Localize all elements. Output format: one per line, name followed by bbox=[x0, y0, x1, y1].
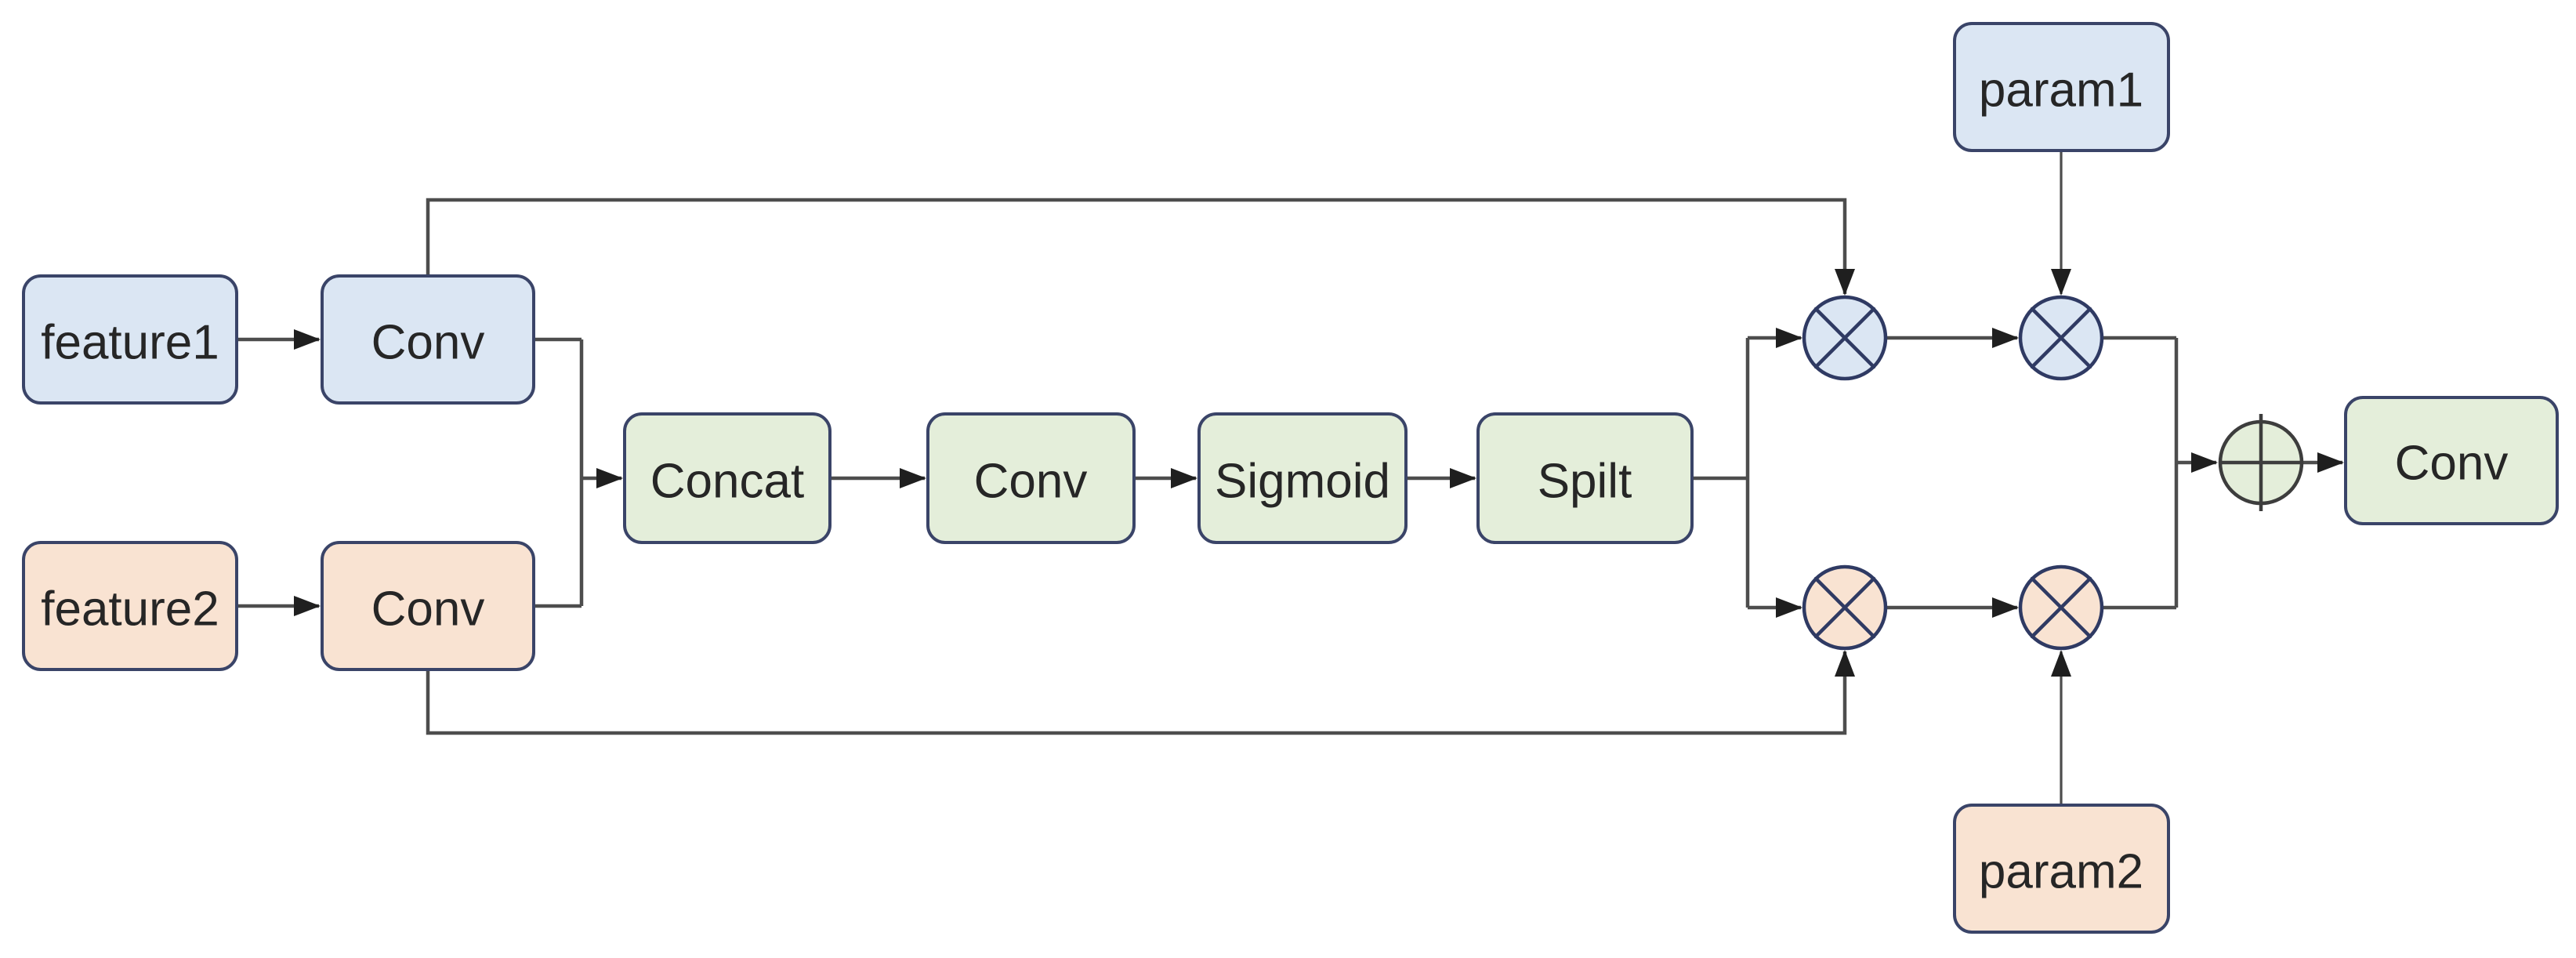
conv-mid-label: Conv bbox=[974, 455, 1088, 509]
conv1-box bbox=[321, 274, 535, 405]
multiply-top-1-icon bbox=[1802, 295, 1888, 381]
conv-mid-box bbox=[926, 412, 1136, 544]
edge-conv2-bypass-bottom bbox=[426, 650, 1855, 735]
node-feature2: feature2 bbox=[22, 541, 238, 671]
multiply-top-2-cross bbox=[2030, 307, 2092, 369]
add-plus-cross bbox=[2220, 414, 2302, 511]
feature2-label: feature2 bbox=[41, 582, 219, 637]
spilt-label: Spilt bbox=[1538, 455, 1632, 509]
multiply-bottom-1-icon bbox=[1802, 564, 1888, 651]
add-op-icon bbox=[2218, 414, 2304, 511]
conv2-label: Conv bbox=[371, 582, 485, 637]
feature1-label: feature1 bbox=[41, 316, 219, 370]
concat-box bbox=[623, 412, 831, 544]
node-conv1: Conv bbox=[321, 274, 535, 405]
param2-label: param2 bbox=[1979, 845, 2143, 899]
connectors bbox=[237, 151, 2344, 805]
sigmoid-box bbox=[1197, 412, 1408, 544]
multiply-top-2-icon bbox=[2018, 295, 2104, 381]
conv-out-label: Conv bbox=[2395, 437, 2509, 491]
node-feature1: feature1 bbox=[22, 274, 238, 405]
feature1-box bbox=[22, 274, 238, 405]
node-spilt: Spilt bbox=[1476, 412, 1694, 544]
node-param2: param2 bbox=[1953, 804, 2170, 934]
conv-out-box bbox=[2344, 396, 2559, 525]
feature2-box bbox=[22, 541, 238, 671]
multiply-top-1-cross bbox=[1813, 307, 1876, 369]
param1-label: param1 bbox=[1979, 64, 2143, 118]
multiply-bottom-1-cross bbox=[1813, 576, 1876, 639]
node-sigmoid: Sigmoid bbox=[1197, 412, 1408, 544]
multiply-bottom-2-icon bbox=[2018, 564, 2104, 651]
node-conv-out: Conv bbox=[2344, 396, 2559, 525]
node-param1: param1 bbox=[1953, 22, 2170, 152]
node-conv2: Conv bbox=[321, 541, 535, 671]
conv2-box bbox=[321, 541, 535, 671]
node-conv-mid: Conv bbox=[926, 412, 1136, 544]
node-concat: Concat bbox=[623, 412, 831, 544]
conv1-label: Conv bbox=[371, 316, 485, 370]
spilt-box bbox=[1476, 412, 1694, 544]
concat-label: Concat bbox=[650, 455, 804, 509]
param1-box bbox=[1953, 22, 2170, 152]
edge-conv1-bypass-top bbox=[426, 198, 1855, 296]
param2-box bbox=[1953, 804, 2170, 934]
sigmoid-label: Sigmoid bbox=[1215, 455, 1390, 509]
multiply-bottom-2-cross bbox=[2030, 576, 2092, 639]
